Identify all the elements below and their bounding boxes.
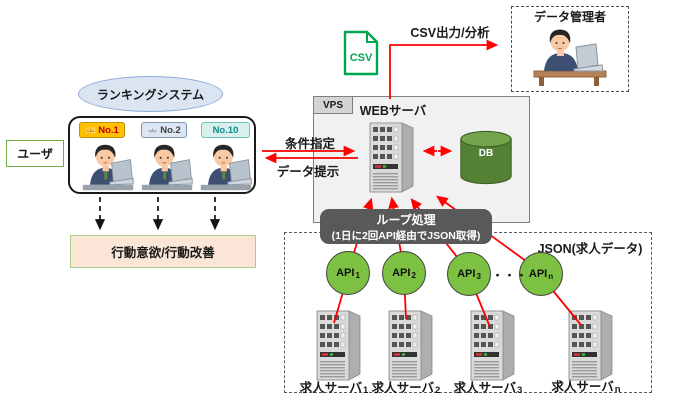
data-admin-box: データ管理者: [511, 6, 629, 92]
rank-badge-no1: No.1: [79, 122, 125, 138]
job-server-3-name: 求人サーバ: [453, 381, 517, 395]
json-data-label: JSON(求人データ): [537, 242, 643, 256]
user-at-laptop-icon: [81, 137, 135, 193]
condition-flow-label: 条件指定: [284, 137, 335, 151]
api3-sub: 3: [476, 271, 481, 281]
api2-sub: 2: [411, 270, 416, 280]
user-at-laptop-icon: [199, 137, 253, 193]
api2-label: API: [392, 266, 411, 279]
gold-crown-icon: [85, 126, 96, 134]
loop-title: ループ処理: [376, 212, 436, 227]
job-server-n-icon: [568, 308, 614, 382]
job-server-n-name: 求人サーバ: [551, 380, 614, 394]
job-server-2-icon: [388, 308, 434, 382]
api1-label: API: [336, 266, 355, 279]
user-label: ユーザ: [17, 147, 53, 161]
api-circle-1: API1: [326, 251, 370, 295]
job-server-2-name: 求人サーバ: [371, 381, 435, 395]
csv-file-label: CSV: [349, 52, 373, 64]
api1-sub: 1: [355, 270, 360, 280]
behavior-label: 行動意欲/行動改善: [111, 246, 215, 260]
data-admin-person-icon: [526, 25, 614, 87]
rank-no10-label: No.10: [212, 124, 239, 136]
job-server-2-label: 求人サーバ2: [361, 377, 451, 396]
job-server-3-icon: [470, 308, 516, 382]
ranking-system-ellipse: ランキングシステム: [78, 76, 223, 112]
silver-crown-icon: [147, 126, 158, 134]
job-server-1-label: 求人サーバ1: [289, 377, 379, 396]
ranking-system-label: ランキングシステム: [96, 87, 205, 102]
api-circle-2: API2: [382, 251, 426, 295]
rank-no2-label: No.2: [160, 124, 181, 136]
apin-label: API: [528, 267, 548, 280]
job-server-1-sub: 1: [363, 385, 369, 396]
loop-subtitle: (1日に2回API経由でJSON取得): [331, 229, 481, 242]
rank-no1-label: No.1: [98, 124, 119, 136]
apin-sub: n: [548, 271, 554, 281]
job-server-1-icon: [316, 308, 362, 382]
users-panel: No.1 No.2 No.10: [68, 116, 256, 194]
job-server-n-label: 求人サーバn: [541, 376, 631, 395]
csv-output-arrow: [389, 39, 499, 99]
vps-label: VPS: [322, 99, 343, 111]
db-label: DB: [478, 148, 494, 159]
job-server-3-label: 求人サーバ3: [443, 377, 533, 396]
web-server-icon: [366, 120, 418, 194]
behavior-box: 行動意欲/行動改善: [70, 235, 256, 268]
rank-badge-no10: No.10: [201, 122, 250, 138]
web-server-label: WEBサーバ: [359, 104, 427, 118]
loop-process-box: ループ処理 (1日に2回API経由でJSON取得): [320, 209, 492, 244]
user-at-laptop-icon: [140, 137, 194, 193]
api3-label: API: [457, 267, 476, 280]
job-server-3-sub: 3: [517, 385, 523, 396]
data-admin-label: データ管理者: [533, 10, 606, 24]
data-presentation-flow-label: データ提示: [276, 165, 340, 179]
job-server-n-sub: n: [614, 384, 621, 395]
ellipsis-dots: ・・・: [492, 270, 528, 282]
csv-output-label: CSV出力/分析: [410, 26, 490, 40]
job-server-2-sub: 2: [435, 385, 441, 396]
user-tag: ユーザ: [6, 140, 64, 167]
vps-tab: VPS: [313, 96, 353, 114]
api-circle-3: API3: [447, 252, 491, 296]
job-server-1-name: 求人サーバ: [299, 381, 363, 395]
rank-badge-no2: No.2: [141, 122, 187, 138]
